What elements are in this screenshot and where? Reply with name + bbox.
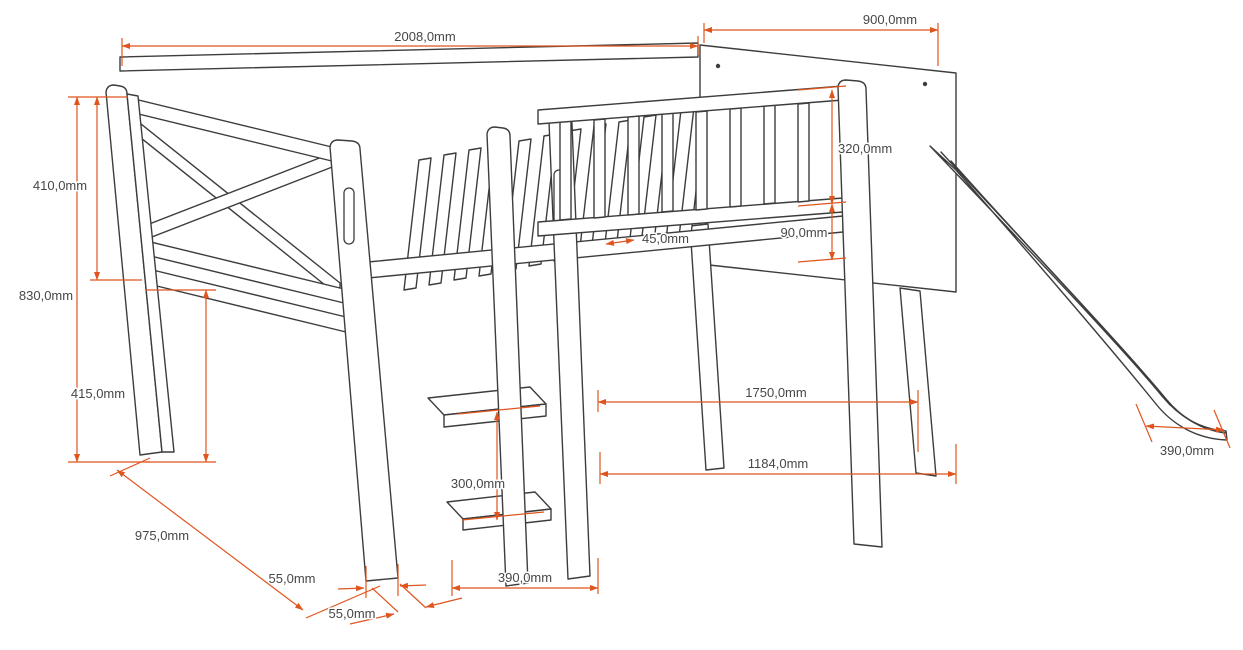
dim-label-rail-gap: 90,0mm: [781, 225, 828, 240]
screw-hole-icon: [715, 63, 721, 69]
guard-rail: [537, 85, 844, 237]
dim-label-ladder-width: 390,0mm: [498, 570, 552, 585]
dim-label-slide-width: 390,0mm: [1160, 443, 1214, 458]
dim-label-leg-side: 55,0mm: [329, 606, 376, 621]
dim-label-step-height: 300,0mm: [451, 476, 505, 491]
front-left-post: [105, 84, 175, 456]
bed-drawing: [105, 42, 1228, 587]
middle-post: [329, 139, 399, 582]
front-right-post: [837, 79, 883, 548]
dim-label-bed-width: 900,0mm: [863, 12, 917, 27]
dim-label-bed-length: 2008,0mm: [394, 29, 455, 44]
dim-label-depth: 975,0mm: [135, 528, 189, 543]
dim-label-overall-height: 830,0mm: [19, 288, 73, 303]
dim-label-slat-gap: 45,0mm: [642, 231, 689, 246]
screw-hole-icon: [922, 81, 928, 87]
dim-label-panel-height: 410,0mm: [33, 178, 87, 193]
back-rail: [119, 42, 699, 72]
dim-label-floor-span-1184: 1184,0mm: [748, 456, 808, 471]
dim-label-floor-span-1750: 1750,0mm: [745, 385, 806, 400]
guard-rail-spindles: [559, 102, 810, 221]
dimension-annotations: 2008,0mm 900,0mm 410,0mm 830,0mm 415,0mm…: [17, 11, 1231, 625]
slide: [929, 145, 1228, 441]
dim-label-leg-front: 55,0mm: [269, 571, 316, 586]
dim-label-rail-upper: 320,0mm: [838, 141, 892, 156]
grip-slot-icon: [343, 187, 355, 245]
back-right-leg: [689, 223, 725, 471]
ladder-steps: [427, 386, 552, 531]
dim-label-clearance: 415,0mm: [71, 386, 125, 401]
